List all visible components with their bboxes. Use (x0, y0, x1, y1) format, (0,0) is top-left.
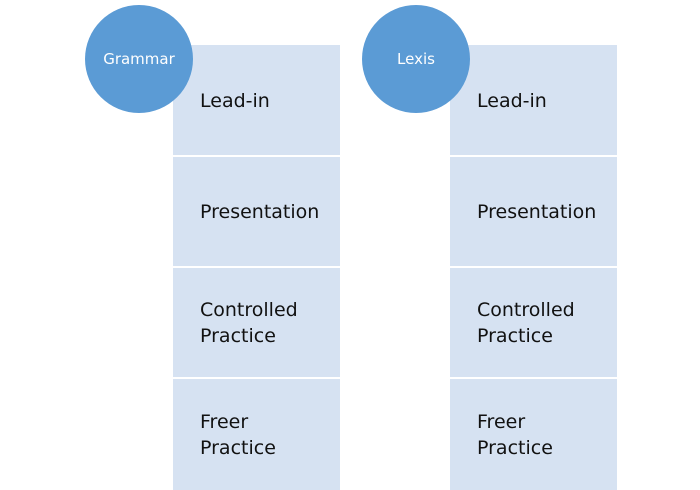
lexis-column: Lead-in Presentation Controlled Practice… (450, 45, 617, 490)
lexis-stage-presentation-label: Presentation (477, 200, 597, 223)
lexis-circle: Lexis (362, 5, 470, 113)
lexis-stage-controlled-practice: Controlled Practice (450, 268, 617, 377)
lexis-stage-presentation: Presentation (450, 157, 617, 266)
lexis-stage-lead-in-label: Lead-in (477, 90, 547, 112)
grammar-stage-controlled-practice-label: Controlled Practice (200, 298, 298, 347)
lexis-stage-lead-in: Lead-in (450, 45, 617, 155)
grammar-stage-presentation: Presentation (173, 157, 340, 266)
lexis-stage-freer-practice-label: Freer Practice (477, 410, 553, 459)
grammar-column: Lead-in Presentation Controlled Practice… (173, 45, 340, 490)
grammar-stage-controlled-practice: Controlled Practice (173, 268, 340, 377)
grammar-stage-freer-practice: Freer Practice (173, 379, 340, 490)
grammar-circle: Grammar (85, 5, 193, 113)
grammar-stage-lead-in-label: Lead-in (200, 90, 270, 112)
grammar-stage-lead-in: Lead-in (173, 45, 340, 155)
grammar-stage-presentation-label: Presentation (200, 200, 320, 223)
grammar-stage-freer-practice-label: Freer Practice (200, 410, 276, 459)
lexis-stage-freer-practice: Freer Practice (450, 379, 617, 490)
lexis-stage-controlled-practice-label: Controlled Practice (477, 298, 575, 347)
